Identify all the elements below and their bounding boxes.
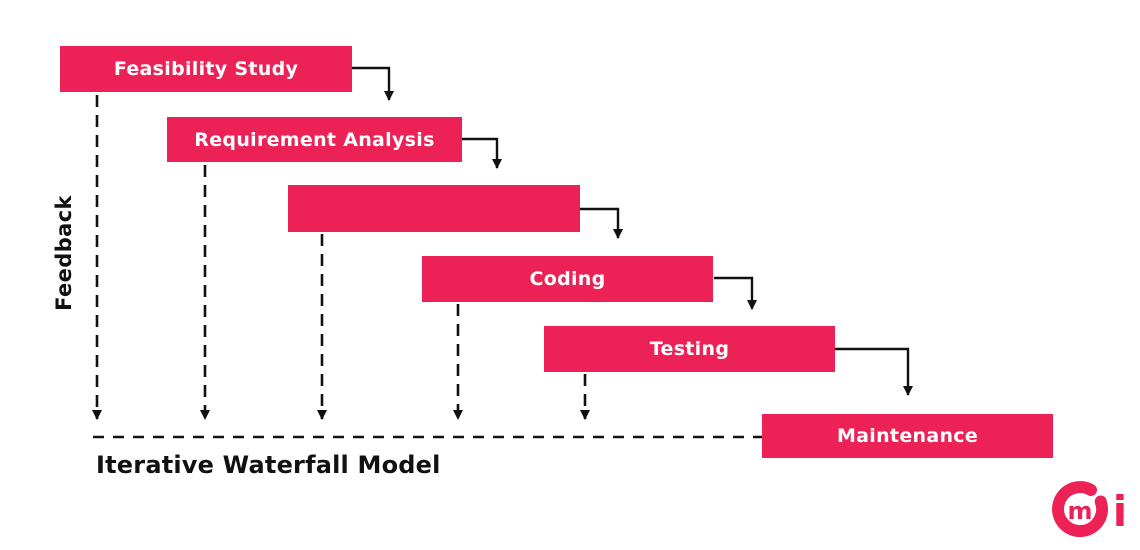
phase-box-testing: Testing bbox=[544, 326, 835, 372]
feedback-axis-label: Feedback bbox=[52, 195, 76, 311]
phase-box-unlabeled bbox=[288, 185, 580, 232]
logo-letter-i: i bbox=[1113, 487, 1127, 536]
phase-label: Maintenance bbox=[836, 425, 979, 447]
phase-box-feasibility-study: Feasibility Study bbox=[60, 46, 352, 92]
phase-box-maintenance: Maintenance bbox=[762, 414, 1053, 458]
phase-label: Requirement Analysis bbox=[194, 128, 435, 151]
flow-arrow-coding-to-testing bbox=[714, 276, 757, 310]
flow-arrow-requirement-to-next bbox=[462, 137, 502, 169]
brand-logo-icon: m i bbox=[1052, 481, 1127, 538]
diagram-title: Iterative Waterfall Model bbox=[96, 451, 441, 479]
phase-label: Coding bbox=[529, 268, 606, 290]
phase-box-coding: Coding bbox=[422, 256, 713, 302]
phase-box-requirement-analysis: Requirement Analysis bbox=[167, 117, 462, 162]
flow-arrow-to-coding bbox=[580, 207, 623, 239]
flow-arrow-feasibility-to-requirement bbox=[352, 66, 394, 101]
phase-label: Feasibility Study bbox=[113, 58, 299, 80]
logo-ring-shape bbox=[1052, 481, 1109, 538]
logo-letter-m: m bbox=[1067, 497, 1092, 525]
phase-label: Testing bbox=[649, 338, 730, 360]
flow-arrow-testing-to-maintenance bbox=[835, 347, 913, 396]
